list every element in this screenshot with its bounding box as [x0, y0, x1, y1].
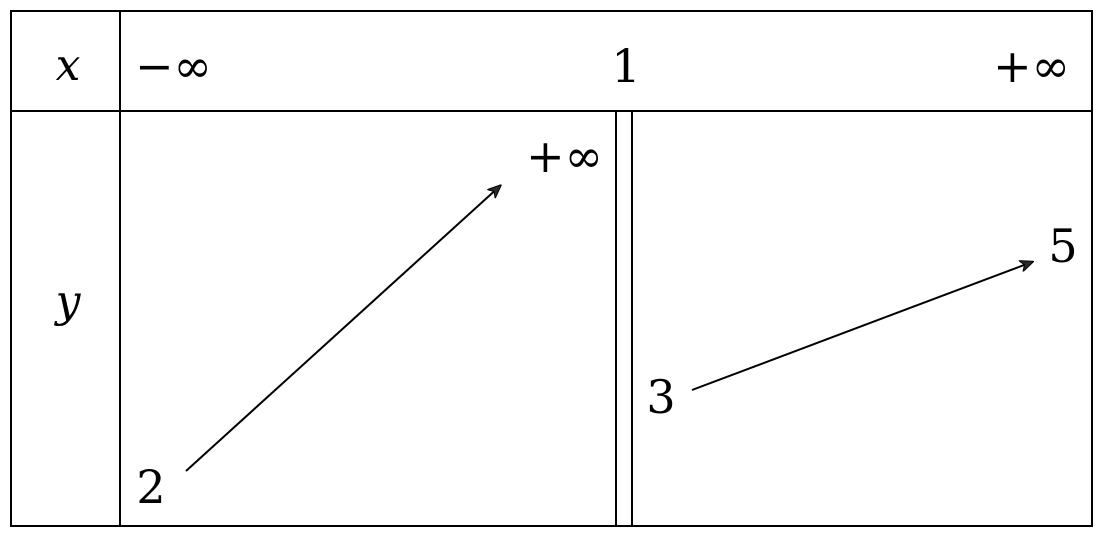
x-value-minus-infinity: −∞ — [135, 39, 212, 93]
y-value-end-left: +∞ — [526, 129, 603, 183]
y-header: y — [54, 276, 82, 327]
x-value-plus-infinity: +∞ — [993, 39, 1070, 93]
increasing-arrow-left — [185, 186, 500, 472]
x-header: x — [56, 40, 81, 91]
x-value-one: 1 — [611, 39, 640, 93]
y-value-end-right: 5 — [1048, 219, 1077, 273]
y-value-start-left: 2 — [136, 460, 165, 514]
increasing-arrow-right — [691, 262, 1032, 391]
table-border — [10, 10, 1093, 527]
y-value-start-right: 3 — [646, 370, 675, 424]
